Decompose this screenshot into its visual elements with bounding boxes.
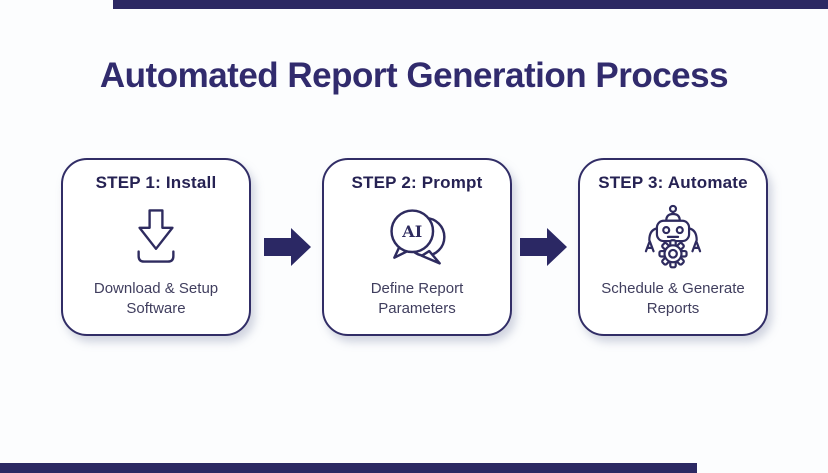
download-icon xyxy=(124,193,188,279)
step-caption: Download & Setup Software xyxy=(93,280,219,318)
robot-gear-icon xyxy=(643,193,703,279)
flow-arrow-right-icon xyxy=(264,228,311,266)
step-card-automate: STEP 3: Automate xyxy=(578,158,768,336)
step-caption: Schedule & Generate Reports xyxy=(601,280,745,318)
flow-arrow-right-icon xyxy=(520,228,567,266)
step-title: STEP 1: Install xyxy=(95,173,217,192)
step-card-install: STEP 1: Install Download & Setup Softwar… xyxy=(61,158,251,336)
step-card-prompt: STEP 2: Prompt AI Define Report Paramete… xyxy=(322,158,512,336)
ai-label: AI xyxy=(401,222,422,241)
ai-chat-bubbles-icon: AI xyxy=(384,193,450,279)
bottom-edge-bar xyxy=(0,463,697,473)
step-title: STEP 2: Prompt xyxy=(351,173,483,192)
step-caption: Define Report Parameters xyxy=(370,280,464,318)
page-title: Automated Report Generation Process xyxy=(99,56,729,95)
top-edge-bar xyxy=(113,0,828,9)
step-title: STEP 3: Automate xyxy=(598,173,748,192)
